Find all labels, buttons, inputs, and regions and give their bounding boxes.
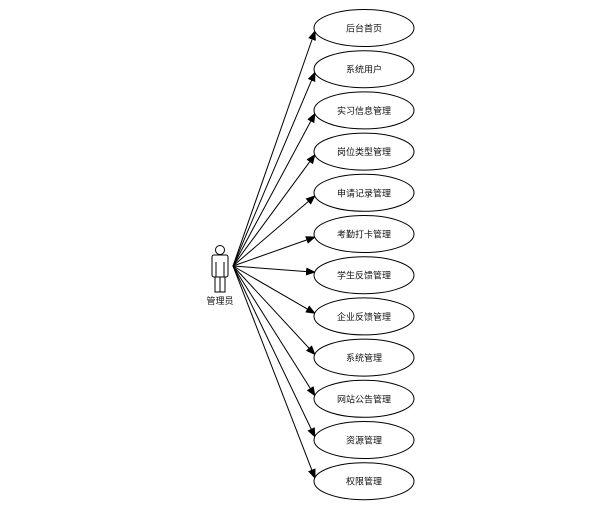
use-case-label: 学生反馈管理 xyxy=(337,270,391,282)
use-case-ellipse xyxy=(313,132,415,171)
association-arrow xyxy=(232,265,316,314)
use-case-node: 后台首页 xyxy=(313,9,415,47)
use-case-node: 学生反馈管理 xyxy=(313,256,415,295)
use-case-node: 实习信息管理 xyxy=(313,91,415,130)
association-arrow xyxy=(232,265,316,397)
association-arrow xyxy=(232,265,316,480)
use-case-label: 岗位类型管理 xyxy=(337,146,391,158)
use-case-label: 网站公告管理 xyxy=(337,393,391,405)
use-case-node: 企业反馈管理 xyxy=(313,297,415,336)
use-case-ellipse xyxy=(313,462,415,501)
association-arrow xyxy=(232,195,316,267)
use-case-label: 系统管理 xyxy=(346,352,382,364)
use-case-label: 企业反馈管理 xyxy=(337,311,391,323)
use-case-ellipse xyxy=(313,215,415,253)
use-case-ellipse xyxy=(313,256,415,295)
use-case-label: 考勤打卡管理 xyxy=(337,229,391,241)
person-icon xyxy=(211,245,229,293)
use-case-label: 系统用户 xyxy=(346,64,382,76)
association-arrow xyxy=(232,236,316,267)
actor-label: 管理员 xyxy=(206,295,233,307)
association-arrow xyxy=(232,153,316,267)
use-case-ellipse xyxy=(313,50,415,89)
use-case-ellipse xyxy=(313,379,415,418)
use-case-ellipse xyxy=(313,91,415,130)
association-lines xyxy=(232,30,316,480)
use-case-label: 实习信息管理 xyxy=(337,105,391,117)
actor-admin: 管理员 xyxy=(206,245,234,307)
use-case-ellipse xyxy=(313,173,415,212)
use-case-label: 申请记录管理 xyxy=(337,187,391,199)
use-case-node: 系统用户 xyxy=(313,50,415,89)
use-case-ellipse xyxy=(313,338,415,377)
use-case-ellipse xyxy=(313,421,415,459)
use-case-label: 权限管理 xyxy=(346,476,382,488)
association-arrow xyxy=(232,265,316,276)
association-arrow xyxy=(232,112,316,267)
use-case-label: 后台首页 xyxy=(346,23,382,35)
association-arrow xyxy=(232,265,316,356)
use-case-ellipse xyxy=(313,9,415,47)
use-case-ellipse xyxy=(313,297,415,336)
association-arrow xyxy=(232,30,316,267)
use-case-node: 申请记录管理 xyxy=(313,173,415,212)
use-case-label: 资源管理 xyxy=(346,435,382,447)
use-case-node: 资源管理 xyxy=(313,421,415,459)
use-case-list: 后台首页系统用户实习信息管理岗位类型管理申请记录管理考勤打卡管理学生反馈管理企业… xyxy=(313,9,415,501)
association-arrow xyxy=(232,265,316,438)
association-arrow xyxy=(232,71,316,267)
use-case-node: 网站公告管理 xyxy=(313,379,415,418)
use-case-node: 岗位类型管理 xyxy=(313,132,415,171)
use-case-node: 考勤打卡管理 xyxy=(313,215,415,253)
use-case-node: 系统管理 xyxy=(313,338,415,377)
use-case-node: 权限管理 xyxy=(313,462,415,501)
